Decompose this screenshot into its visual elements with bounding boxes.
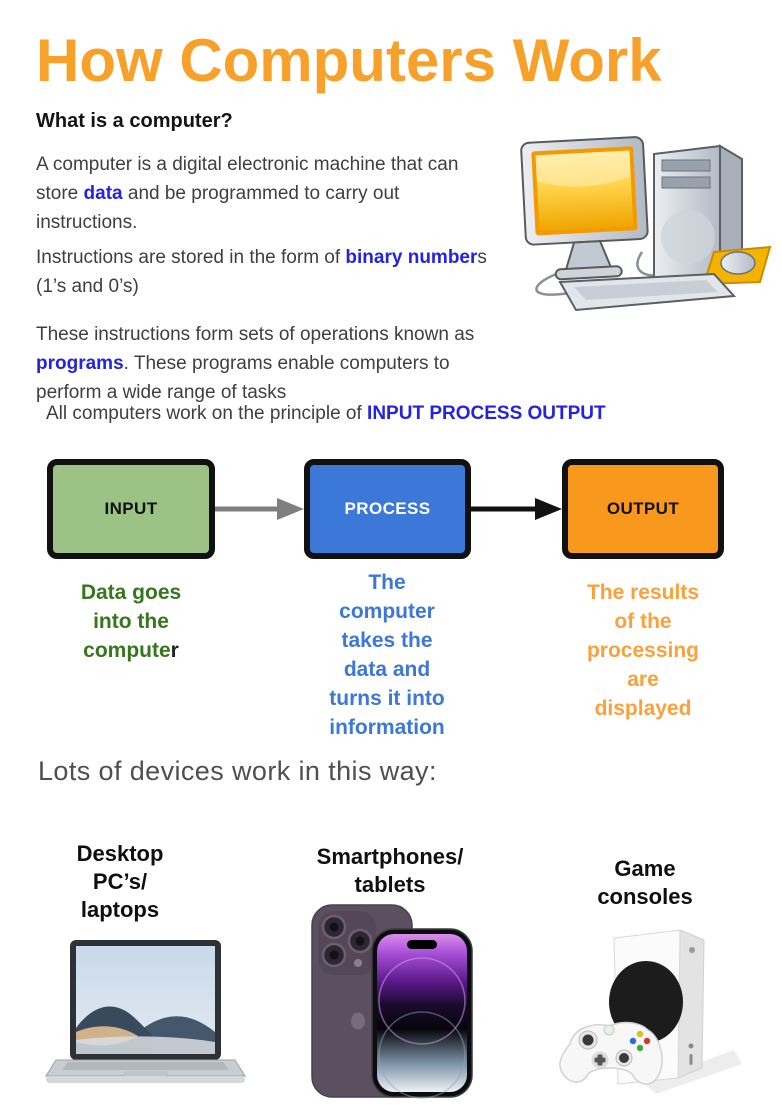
devices-heading: Lots of devices work in this way:	[38, 756, 437, 786]
page-title: How Computers Work	[36, 27, 662, 94]
game-console-image	[559, 929, 742, 1094]
text-run: Data goes into the compute	[80, 581, 182, 662]
paragraph-definition: A computer is a digital electronic machi…	[36, 150, 546, 237]
text-line: Smartphones/	[316, 844, 464, 869]
text-line: tablets	[354, 872, 426, 897]
paragraph-binary: Instructions are stored in the form of b…	[36, 243, 696, 301]
text-run: . These programs enable computers to	[123, 353, 450, 374]
text-run: The results of the processing are displa…	[586, 581, 700, 720]
text-line: A computer is a digital electronic machi…	[36, 154, 459, 175]
process-caption: The computer takes the data and turns it…	[320, 568, 454, 742]
output-caption: The results of the processing are displa…	[580, 578, 706, 723]
text-run: The computer takes the data and turns it…	[329, 571, 445, 739]
text-run: All computers work on the principle of	[46, 403, 368, 424]
text-run: r	[170, 639, 179, 662]
highlight-binary-numbers: binary number	[345, 247, 478, 268]
paragraph-programs: These instructions form sets of operatio…	[36, 320, 536, 407]
text-line: perform a wide range of tasks	[36, 382, 287, 403]
highlight-input-process-output: INPUT PROCESS OUTPUT	[367, 403, 606, 424]
device-label-desktop-laptops: Desktop PC’s/ laptops	[55, 840, 185, 924]
arrow-process-to-output-icon	[471, 498, 562, 520]
text-line: Desktop	[76, 841, 164, 866]
principle-line: All computers work on the principle of I…	[46, 399, 766, 428]
flow-box-output: OUTPUT	[562, 459, 724, 559]
text-line: programs. These programs enable computer…	[36, 349, 536, 378]
desktop-computer-image	[520, 136, 772, 312]
flow-box-process-label: PROCESS	[344, 499, 431, 518]
input-caption: Data goes into the computer	[68, 578, 194, 665]
text-line: (1’s and 0’s)	[36, 276, 139, 297]
device-label-smartphones-tablets: Smartphones/ tablets	[300, 843, 480, 899]
text-line: PC’s/	[92, 869, 148, 894]
text-line: consoles	[597, 884, 693, 909]
text-run: Instructions are stored in the form of	[36, 247, 346, 268]
text-line: instructions.	[36, 212, 138, 233]
text-line: Instructions are stored in the form of b…	[36, 243, 696, 272]
flow-box-input-label: INPUT	[104, 499, 158, 518]
text-line: Game	[614, 856, 676, 881]
text-run: and be programmed to carry out	[122, 183, 400, 204]
highlight-programs: programs	[36, 353, 124, 374]
device-label-game-consoles: Game consoles	[582, 855, 708, 911]
laptop-image	[45, 940, 246, 1083]
flow-box-output-label: OUTPUT	[606, 499, 680, 518]
text-line: store data and be programmed to carry ou…	[36, 179, 546, 208]
flow-box-input: INPUT	[47, 459, 215, 559]
highlight-data: data	[83, 183, 123, 204]
text-run: s	[477, 247, 487, 268]
text-line: laptops	[80, 897, 160, 922]
smartphone-image	[311, 904, 473, 1099]
text-line: These instructions form sets of operatio…	[36, 324, 475, 345]
arrow-input-to-process-icon	[215, 498, 304, 520]
text-run: store	[36, 183, 84, 204]
flow-box-process: PROCESS	[304, 459, 471, 559]
section-heading: What is a computer?	[36, 110, 233, 132]
